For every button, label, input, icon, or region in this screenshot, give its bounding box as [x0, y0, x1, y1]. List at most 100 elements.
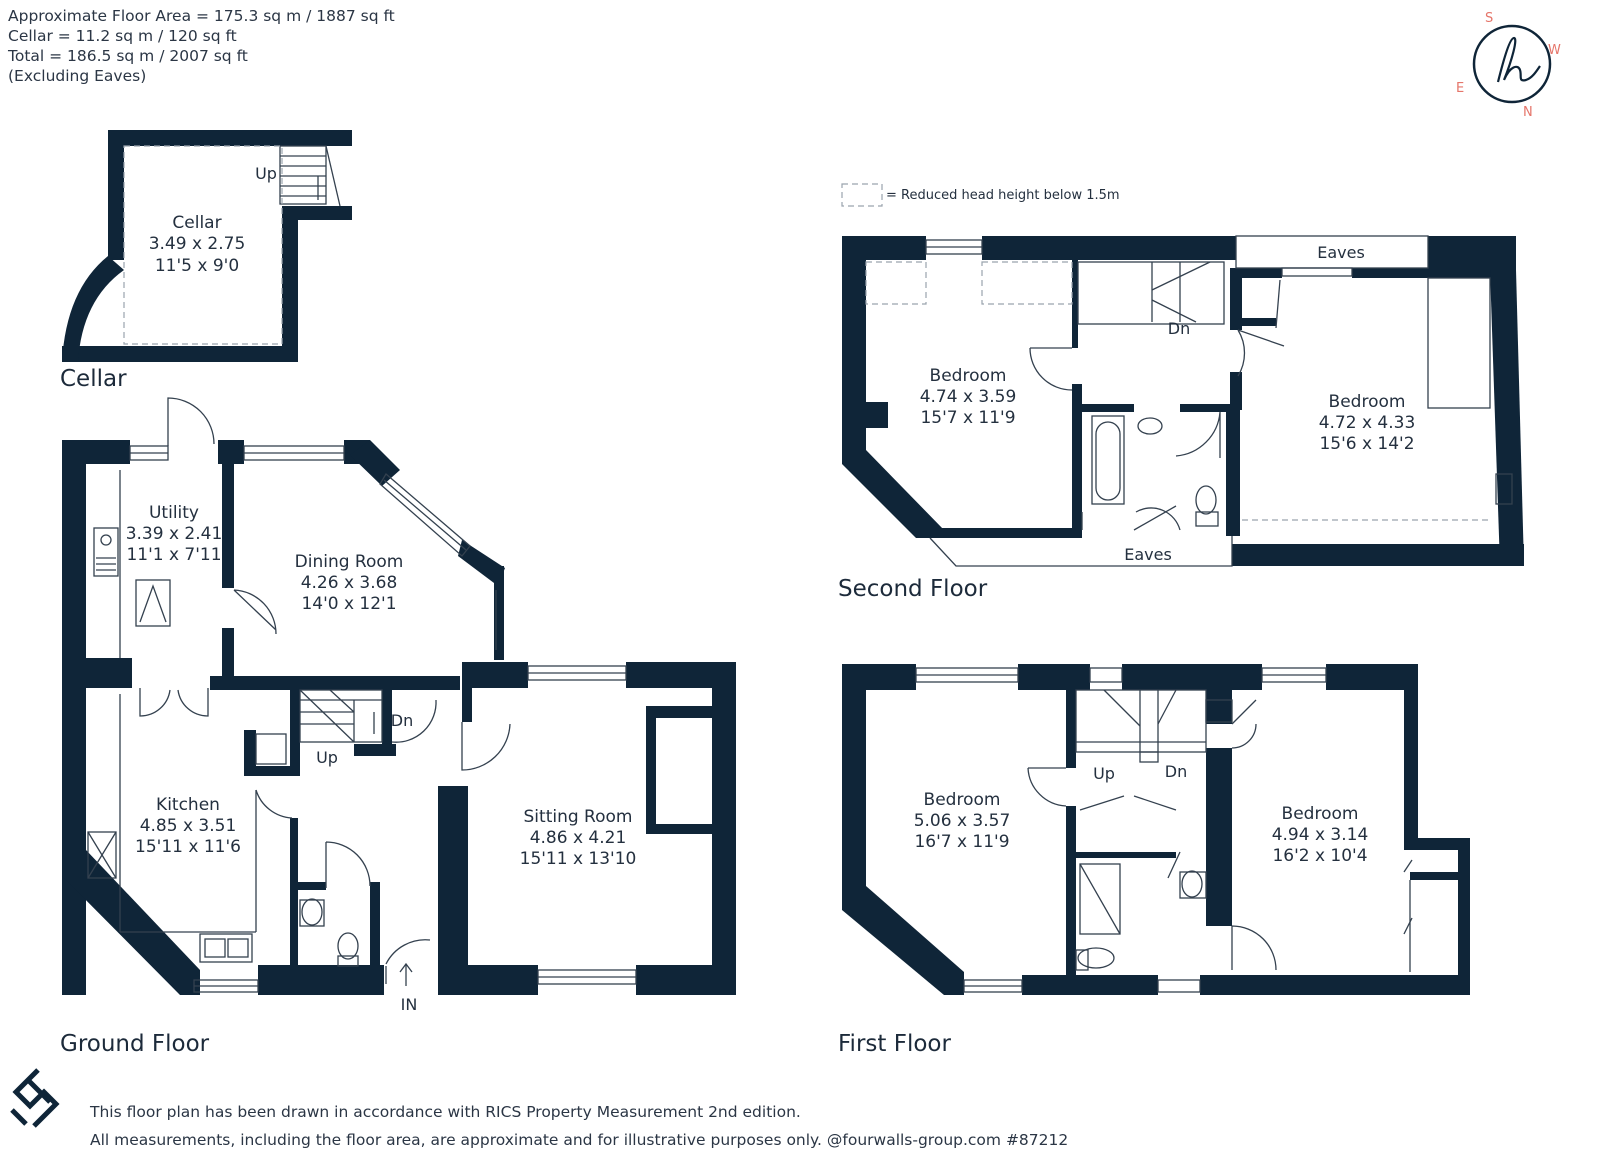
sf-bed2-imperial: 15'6 x 14'2	[1319, 434, 1414, 454]
ff-bed1-metric: 5.06 x 3.57	[914, 811, 1011, 831]
ff-wall-left	[842, 664, 866, 890]
ff-bed1-name: Bedroom	[924, 790, 1001, 810]
utility-metric: 3.39 x 2.41	[126, 524, 223, 544]
sf-wall-eaves-bottom-l	[1236, 268, 1282, 278]
sf-wall-bath-top-r	[1180, 404, 1232, 412]
gf-wall-util-kitchen	[86, 658, 132, 688]
ff-wall-core	[1206, 748, 1232, 926]
footer: This floor plan has been drawn in accord…	[90, 1098, 1068, 1154]
gf-wall-stair-left	[290, 690, 300, 776]
gf-wall-kitchen-diag	[62, 850, 200, 995]
cellar-stairs	[279, 145, 327, 205]
gf-wall-sitting-left	[438, 786, 468, 995]
dining-name: Dining Room	[295, 552, 404, 572]
compass-n: N	[1523, 105, 1533, 120]
sf-wall-right	[1490, 270, 1524, 566]
sitting-name: Sitting Room	[524, 807, 633, 827]
gf-wall-sitting-bottom-right	[636, 965, 736, 995]
sf-eaves-bottom: Eaves	[1124, 545, 1172, 564]
area-cellar: Cellar = 11.2 sq m / 120 sq ft	[8, 27, 237, 45]
gf-dn-label: Dn	[391, 711, 413, 730]
ff-wall-core-top	[1206, 690, 1232, 724]
compass-s: S	[1485, 11, 1493, 26]
sf-bed2-metric: 4.72 x 4.33	[1319, 413, 1416, 433]
gf-wall-diag-bottom	[458, 540, 505, 586]
sf-bed2-name: Bedroom	[1329, 392, 1406, 412]
cellar-room-name: Cellar	[172, 213, 221, 233]
ff-wall-bed1-right-up	[1066, 690, 1076, 768]
ff-wall-bottom-mid	[1022, 975, 1158, 995]
kitchen-metric: 4.85 x 3.51	[140, 816, 237, 836]
ff-wall-bath-top	[1076, 852, 1176, 858]
gf-closet-left	[646, 706, 656, 830]
walls	[62, 130, 1524, 995]
sf-dn-label: Dn	[1168, 319, 1190, 338]
sitting-metric: 4.86 x 4.21	[530, 828, 627, 848]
ground-floor-title: Ground Floor	[60, 1031, 210, 1057]
gf-wall-left	[62, 440, 86, 995]
ff-closet-top	[1404, 838, 1470, 850]
sf-wall-left-pier	[866, 402, 888, 428]
ff-wall-top-mid	[1018, 664, 1090, 690]
ff-wall-diag	[842, 886, 964, 995]
sf-eaves-top: Eaves	[1317, 243, 1365, 262]
first-floor-title: First Floor	[838, 1031, 951, 1057]
gf-wall-wc-bottom	[324, 965, 384, 995]
cellar-wall-top	[108, 130, 352, 146]
utility-imperial: 11'1 x 7'11	[126, 545, 221, 565]
sf-wall-bath-right	[1226, 404, 1240, 536]
gf-wall-top-left	[62, 440, 130, 464]
gf-wall-sitting-bottom-left	[438, 965, 538, 995]
gf-closet-top	[646, 706, 712, 718]
footer-line-1: This floor plan has been drawn in accord…	[90, 1103, 801, 1121]
cellar-wall-right	[282, 206, 298, 362]
kitchen-imperial: 15'11 x 11'6	[135, 837, 241, 857]
utility-name: Utility	[149, 503, 199, 523]
gf-wall-east-upper	[494, 566, 504, 660]
gf-wall-kitchen-bottom-a	[180, 965, 194, 995]
ff-wall-bottom-right	[1200, 975, 1470, 995]
sf-bed1-metric: 4.74 x 3.59	[920, 387, 1017, 407]
sf-wall-bed1-right	[1072, 384, 1082, 538]
gf-wall-sitting-top-left	[462, 662, 528, 688]
gf-wall-sitting-left-up	[462, 662, 472, 722]
cellar-up-label: Up	[255, 164, 277, 183]
gf-wall-stair-right	[382, 690, 392, 754]
ff-wall-top-right	[1326, 664, 1418, 690]
cellar-title: Cellar	[60, 366, 127, 392]
sf-wall-bed2-left-up	[1230, 372, 1242, 410]
cellar-room-metric: 3.49 x 2.75	[149, 234, 246, 254]
sf-wall-cupboard	[1236, 318, 1276, 326]
sf-bed1-name: Bedroom	[930, 366, 1007, 386]
ff-wall-top-mid2	[1122, 664, 1262, 690]
kitchen-name: Kitchen	[156, 795, 220, 815]
compass-logo-icon: S W E N	[1456, 11, 1561, 120]
area-info: Approximate Floor Area = 175.3 sq m / 18…	[8, 6, 395, 86]
sitting-imperial: 15'11 x 13'10	[520, 849, 637, 869]
area-approx-floor: Approximate Floor Area = 175.3 sq m / 18…	[8, 7, 395, 25]
ff-wall-bed2-right-up	[1404, 690, 1418, 840]
second-floor-title: Second Floor	[838, 576, 988, 602]
gf-wall-wc-mid	[290, 882, 326, 890]
compass-circle	[1472, 24, 1552, 104]
ff-bed2-name: Bedroom	[1282, 804, 1359, 824]
reduced-height-zones	[123, 145, 1488, 521]
sf-wall-landing-right	[1230, 268, 1242, 330]
gf-wall-util-dining	[222, 464, 234, 588]
sf-wall-eaves-bottom-r	[1352, 268, 1502, 278]
sf-wall-bed1-bottom	[934, 528, 1080, 538]
fixtures	[87, 145, 1513, 993]
gf-up-label: Up	[316, 748, 338, 767]
entrance-label: IN	[401, 995, 418, 1014]
footer-line-2: All measurements, including the floor ar…	[90, 1131, 1069, 1149]
signature-h-logo-icon	[1496, 36, 1541, 83]
gf-wall-kitchen-bottom-b	[258, 965, 330, 995]
sf-wall-top-right	[1428, 236, 1516, 270]
sf-wall-diag	[842, 450, 944, 538]
cellar-wall-step	[282, 206, 352, 220]
sf-wall-bottom	[1232, 544, 1524, 566]
ff-up-label: Up	[1093, 764, 1115, 783]
cellar-room-imperial: 11'5 x 9'0	[155, 256, 239, 276]
gf-wall-sitting-right	[712, 662, 736, 995]
